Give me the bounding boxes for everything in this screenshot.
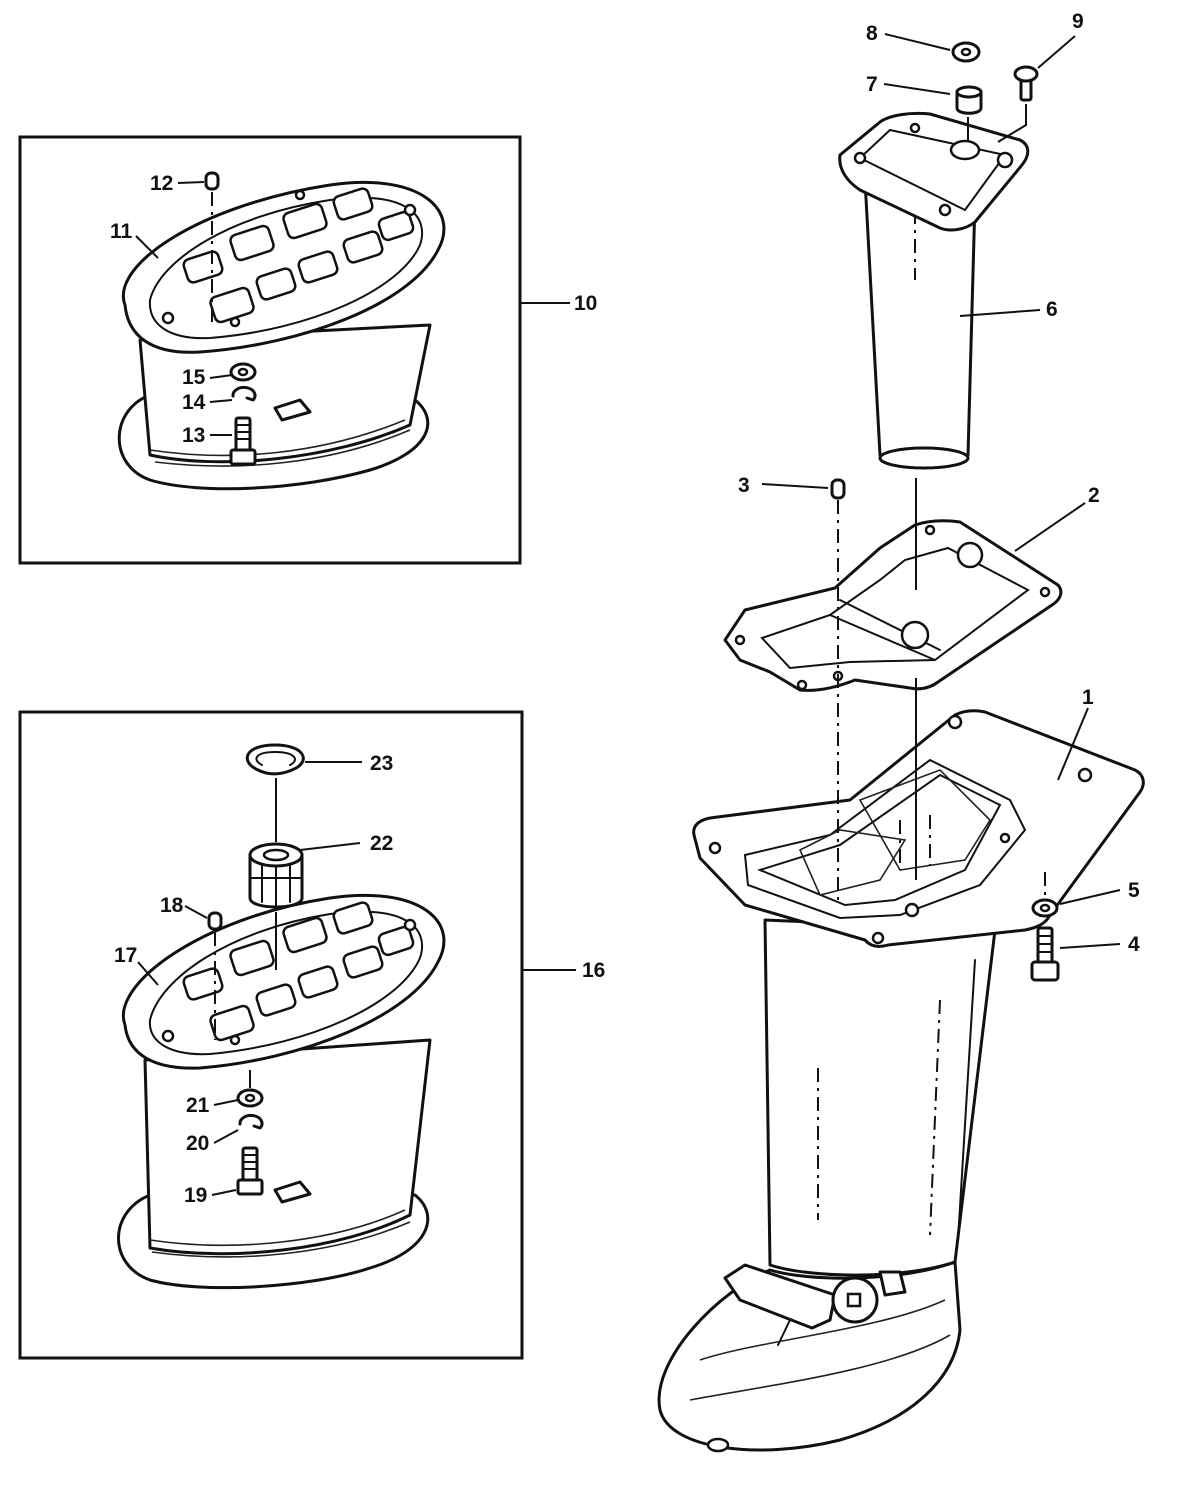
adapter-plate-11 bbox=[117, 180, 446, 491]
bolt-4 bbox=[1030, 926, 1060, 982]
callout-8: 8 bbox=[866, 22, 878, 45]
callout-2: 2 bbox=[1088, 484, 1100, 507]
grommet-7 bbox=[955, 85, 983, 115]
callout-13: 13 bbox=[182, 424, 205, 447]
dowel-pin-18 bbox=[207, 911, 223, 931]
callout-1: 1 bbox=[1082, 686, 1094, 709]
inset-box-10 bbox=[18, 135, 522, 565]
callout-19: 19 bbox=[184, 1184, 207, 1207]
callout-7: 7 bbox=[866, 73, 878, 96]
inset-box-16 bbox=[18, 710, 524, 1360]
exhaust-tube-6 bbox=[838, 111, 1030, 470]
dowel-pin-12 bbox=[204, 171, 220, 191]
callout-23: 23 bbox=[370, 752, 393, 775]
callout-21: 21 bbox=[186, 1094, 210, 1117]
callout-22: 22 bbox=[370, 832, 393, 855]
screw-9 bbox=[1013, 65, 1039, 102]
callout-6: 6 bbox=[1046, 298, 1058, 321]
callout-12: 12 bbox=[150, 172, 173, 195]
bolt-13 bbox=[229, 416, 257, 466]
driveshaft-housing-1 bbox=[657, 709, 1145, 1453]
dowel-pin-3 bbox=[830, 478, 846, 500]
callout-3: 3 bbox=[738, 474, 750, 497]
lockwasher-20 bbox=[238, 1113, 264, 1130]
gasket-2 bbox=[723, 519, 1063, 692]
callout-9: 9 bbox=[1072, 10, 1084, 33]
callout-20: 20 bbox=[186, 1132, 209, 1155]
callout-16: 16 bbox=[582, 959, 605, 982]
callout-4: 4 bbox=[1128, 933, 1140, 956]
bolt-19 bbox=[236, 1146, 264, 1196]
callout-18: 18 bbox=[160, 894, 184, 917]
callout-17: 17 bbox=[114, 944, 137, 967]
callout-15: 15 bbox=[182, 366, 206, 389]
callout-11: 11 bbox=[110, 220, 133, 243]
lockwasher-14 bbox=[231, 385, 257, 402]
callout-14: 14 bbox=[182, 391, 206, 414]
callout-5: 5 bbox=[1128, 879, 1140, 902]
retaining-ring-23 bbox=[245, 743, 305, 776]
bearing-22 bbox=[248, 842, 304, 909]
callout-10: 10 bbox=[574, 292, 597, 315]
adapter-plate-17 bbox=[117, 893, 446, 1290]
